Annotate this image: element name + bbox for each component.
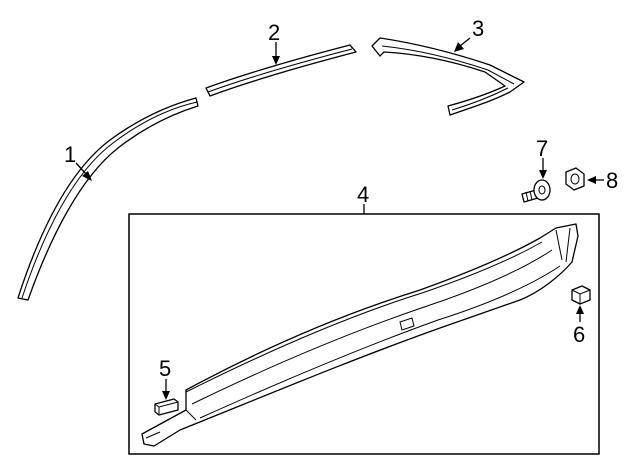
part-8-nut [565, 167, 585, 191]
callout-7: 7 [536, 136, 548, 161]
callout-8: 8 [606, 168, 618, 193]
part-7-screw [521, 179, 551, 203]
part-6-clip [571, 285, 591, 305]
leader-2 [272, 42, 280, 65]
leader-3 [454, 37, 471, 52]
leader-7 [539, 158, 547, 179]
callout-2: 2 [268, 20, 280, 45]
leader-1 [75, 162, 92, 181]
callout-6: 6 [573, 322, 585, 347]
leader-5 [162, 379, 170, 400]
leader-8 [587, 176, 604, 184]
part-3-rear-moulding [371, 37, 525, 116]
callout-3: 3 [472, 16, 484, 41]
callout-4: 4 [357, 182, 369, 207]
leader-6 [576, 305, 584, 322]
callout-1: 1 [64, 142, 76, 167]
part-2-center-moulding [205, 44, 357, 97]
part-1-front-moulding [17, 97, 199, 301]
callout-5: 5 [159, 356, 171, 381]
part-5-clip [154, 398, 179, 416]
part-4-rocker-moulding [141, 223, 579, 447]
